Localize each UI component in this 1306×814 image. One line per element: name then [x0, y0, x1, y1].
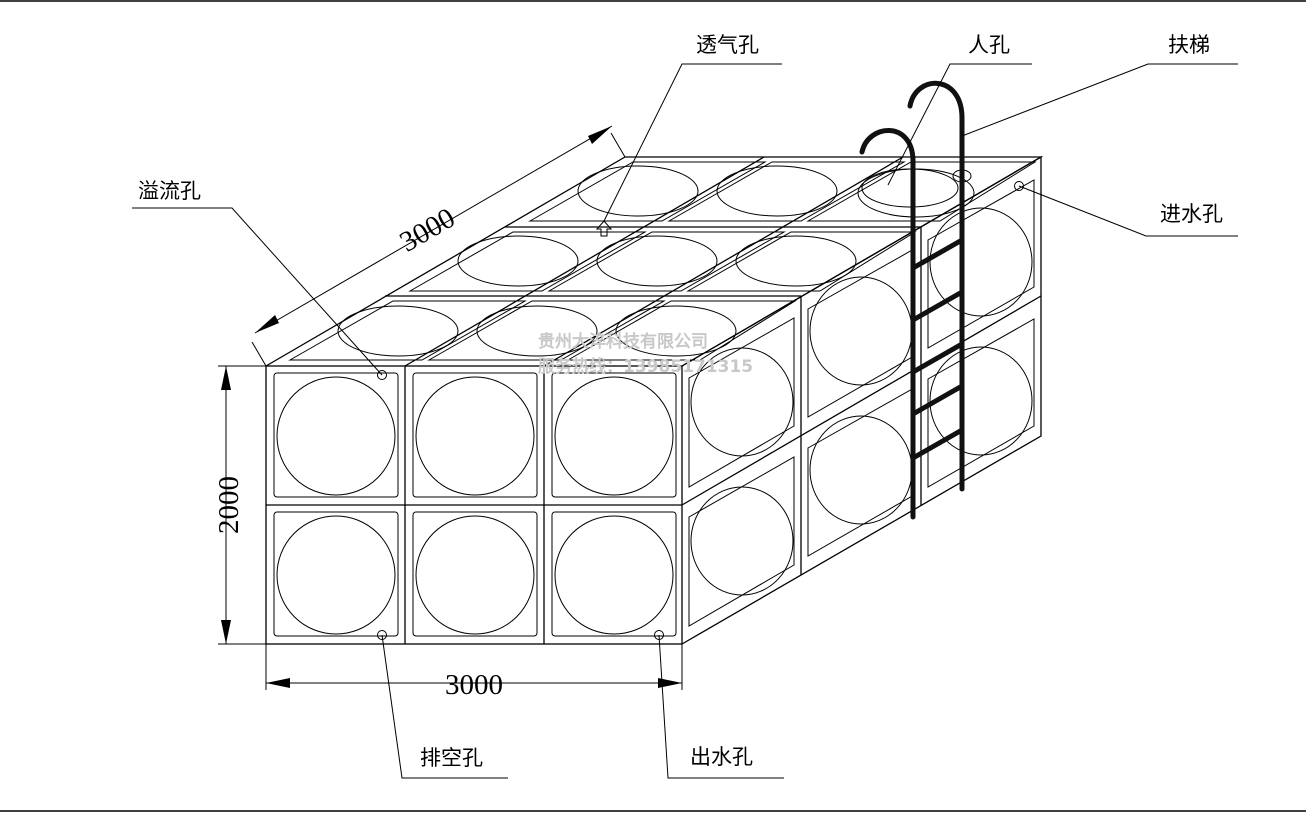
dimension-width	[265, 644, 683, 690]
outlet-hole-label: 出水孔	[690, 745, 753, 769]
dimension-height	[218, 365, 266, 645]
dimension-depth	[251, 125, 626, 367]
drain-hole-label: 排空孔	[420, 746, 483, 770]
manhole-label: 人孔	[968, 33, 1010, 57]
inlet-hole-label: 进水孔	[1160, 202, 1223, 226]
ladder-label: 扶梯	[1168, 33, 1210, 57]
vent-hole-label: 透气孔	[696, 33, 759, 57]
tank-outline	[265, 155, 1044, 645]
vent-pipe	[595, 220, 613, 237]
inlet-hole	[1014, 181, 1024, 191]
right-panels	[688, 179, 1035, 627]
manhole	[857, 168, 975, 218]
overflow-hole	[377, 370, 387, 380]
height-dimension-label: 2000	[213, 476, 245, 534]
drain-hole	[377, 630, 387, 640]
watermark-hotline: 服务热线：13985171315	[538, 356, 753, 377]
leader-lines	[132, 63, 1238, 779]
front-panels	[273, 372, 677, 637]
overflow-hole-label: 溢流孔	[138, 179, 201, 203]
top-panels	[288, 161, 1037, 361]
depth-dimension-label: 3000	[394, 202, 460, 259]
width-dimension-label: 3000	[445, 669, 503, 701]
watermark-company: 贵州大淬科技有限公司	[538, 331, 708, 352]
ladder	[859, 81, 965, 520]
